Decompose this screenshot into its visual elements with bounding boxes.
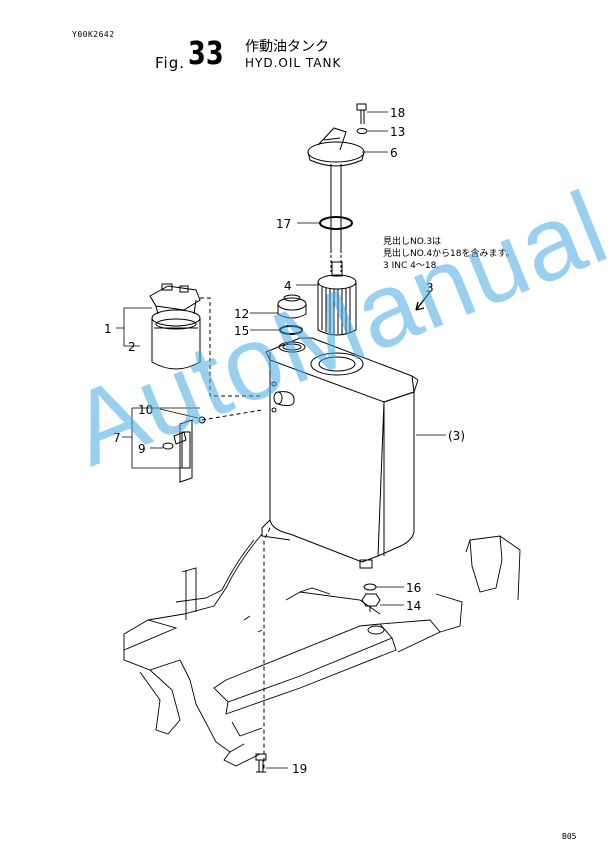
callout-3-arrow: 3 xyxy=(426,281,434,295)
oil-tank xyxy=(261,337,419,569)
leader-lines xyxy=(116,111,446,769)
callout-12: 12 xyxy=(234,307,249,321)
filter-element xyxy=(317,261,357,336)
callout-17: 17 xyxy=(276,217,291,231)
callout-7: 7 xyxy=(113,431,121,445)
title-japanese: 作動油タンク xyxy=(245,39,329,55)
callout-2: 2 xyxy=(128,340,136,354)
breather-cap xyxy=(307,103,368,272)
title-english: HYD.OIL TANK xyxy=(245,56,342,70)
callout-3-parenthesized: (3) xyxy=(448,429,465,443)
callout-9: 9 xyxy=(138,442,146,456)
page-number: B05 xyxy=(562,832,577,841)
callout-16: 16 xyxy=(406,581,421,595)
callout-14: 14 xyxy=(406,599,421,613)
chassis-frame xyxy=(123,533,521,767)
callout-19: 19 xyxy=(292,762,307,776)
suction-filter xyxy=(149,283,201,370)
document-code: Y00K2642 xyxy=(72,30,115,39)
callout-10: 10 xyxy=(138,403,153,417)
callout-1: 1 xyxy=(104,322,112,336)
callout-18: 18 xyxy=(390,106,405,120)
note-line-2: 見出しNO.4から18を含みます。 xyxy=(383,249,515,259)
view-arrow xyxy=(415,291,431,311)
callout-6: 6 xyxy=(390,146,398,160)
note-line-1: 見出しNO.3は xyxy=(383,237,442,247)
note-line-3: 3 INC 4～18. xyxy=(383,261,440,271)
level-gauge xyxy=(162,416,206,483)
figure-number: 33 xyxy=(188,34,224,72)
callout-4: 4 xyxy=(284,279,292,293)
figure-prefix: Fig. xyxy=(155,54,185,72)
callout-13: 13 xyxy=(390,125,405,139)
o-ring-17 xyxy=(319,216,353,230)
bolt-19 xyxy=(255,753,267,773)
callout-15: 15 xyxy=(234,324,249,338)
